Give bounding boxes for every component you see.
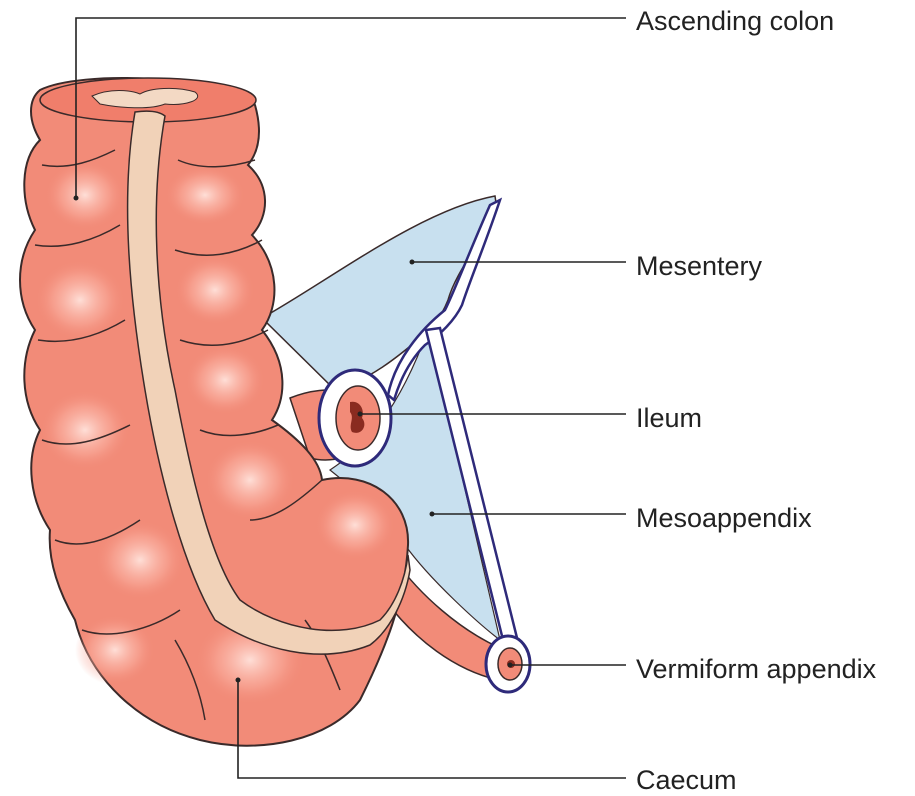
label-mesentery: Mesentery bbox=[636, 253, 762, 280]
label-ascending-colon: Ascending colon bbox=[636, 8, 834, 35]
label-vermiform-appendix: Vermiform appendix bbox=[636, 656, 876, 683]
label-caecum: Caecum bbox=[636, 767, 737, 794]
label-ileum: Ileum bbox=[636, 405, 702, 432]
label-mesoappendix: Mesoappendix bbox=[636, 505, 812, 532]
